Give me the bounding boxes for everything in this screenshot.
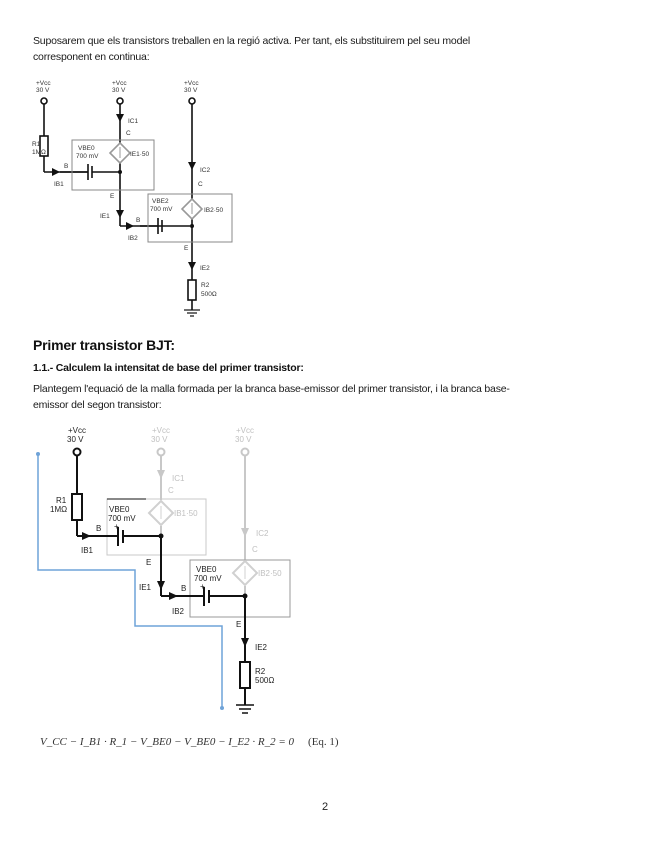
c1-label: C <box>126 130 131 137</box>
vcc2-label: +Vcc <box>152 426 170 435</box>
ic1-label: IC1 <box>172 474 185 483</box>
vbe1-value: 700 mV <box>76 153 99 160</box>
ie1-label: IE1 <box>139 583 152 592</box>
vcc2-label: +Vcc <box>112 80 127 87</box>
c2-label: C <box>198 181 203 188</box>
r1-name: R1 <box>32 141 41 148</box>
section-line-1: Plantegem l'equació de la malla formada … <box>33 383 510 395</box>
section-line-2: emissor del segon transistor: <box>33 399 162 411</box>
vcc3-label: +Vcc <box>236 426 254 435</box>
vbe1-name: VBE0 <box>78 145 95 152</box>
r2-value: 500Ω <box>201 291 217 298</box>
r2-name: R2 <box>201 282 210 289</box>
intro-paragraph: Suposarem que els transistors treballen … <box>33 33 470 65</box>
r1-name: R1 <box>56 496 67 505</box>
c1-label: C <box>168 486 174 495</box>
ie1-label: IE1 <box>100 213 110 220</box>
vcc1-value: 30 V <box>36 87 50 94</box>
page-number: 2 <box>322 801 329 813</box>
src2-label: IB2·50 <box>258 569 282 578</box>
vbe2-plus: + <box>200 582 205 591</box>
ic2-label: IC2 <box>200 167 211 174</box>
vbe2-value: 700 mV <box>194 574 222 583</box>
vcc2-value: 30 V <box>112 87 126 94</box>
r1-resistor <box>71 493 83 521</box>
r2-value: 500Ω <box>255 676 274 685</box>
ib2-label: IB2 <box>128 235 138 242</box>
vbe1-value: 700 mV <box>108 514 136 523</box>
ic1-label: IC1 <box>128 118 139 125</box>
vbe1-plus: + <box>114 522 119 531</box>
vcc1-value: 30 V <box>67 435 84 444</box>
r1-value: 1MΩ <box>50 505 67 514</box>
ib1-label: IB1 <box>81 546 94 555</box>
section-subtitle: 1.1.- Calculem la intensitat de base del… <box>33 362 304 374</box>
ib1-label: IB1 <box>54 181 64 188</box>
vcc2-value: 30 V <box>151 435 168 444</box>
section-paragraph: Plantegem l'equació de la malla formada … <box>33 381 510 413</box>
ie2-label: IE2 <box>255 643 268 652</box>
ib2-label: IB2 <box>172 607 185 616</box>
e2-label: E <box>184 245 189 252</box>
b1-label: B <box>64 163 68 170</box>
vcc1-terminal <box>72 447 82 457</box>
e1-label: E <box>146 558 151 567</box>
vcc3-value: 30 V <box>184 87 198 94</box>
vcc3-label: +Vcc <box>184 80 199 87</box>
b1-label: B <box>96 524 101 533</box>
vbe2-name: VBE2 <box>152 198 169 205</box>
intro-line-1: Suposarem que els transistors treballen … <box>33 35 470 47</box>
r2-resistor <box>239 661 251 689</box>
vcc3-terminal <box>240 447 250 457</box>
equation-text: V_CC − I_B1 · R_1 − V_BE0 − V_BE0 − I_E2… <box>40 736 295 748</box>
e2-label: E <box>236 620 241 629</box>
b2-label: B <box>181 584 186 593</box>
vcc1-label: +Vcc <box>68 426 86 435</box>
equation-1: V_CC − I_B1 · R_1 − V_BE0 − V_BE0 − I_E2… <box>40 736 339 748</box>
e1-label: E <box>110 193 115 200</box>
c2-label: C <box>252 545 258 554</box>
b2-label: B <box>136 217 140 224</box>
src1-label: IE1·50 <box>130 151 150 158</box>
intro-line-2: corresponent en continua: <box>33 51 150 63</box>
ie2-label: IE2 <box>200 265 210 272</box>
vbe2-value: 700 mV <box>150 206 173 213</box>
vcc3-value: 30 V <box>235 435 252 444</box>
vbe1-name: VBE0 <box>109 505 130 514</box>
r1-value: 1MΩ <box>32 149 46 156</box>
vbe2-name: VBE0 <box>196 565 217 574</box>
src2-label: IB2·50 <box>204 207 224 214</box>
equation-tag: (Eq. 1) <box>308 736 339 748</box>
section-title: Primer transistor BJT: <box>33 337 175 353</box>
mesh-path <box>37 454 223 708</box>
vcc2-terminal <box>156 447 166 457</box>
ic2-label: IC2 <box>256 529 269 538</box>
r2-name: R2 <box>255 667 266 676</box>
vcc1-label: +Vcc <box>36 80 51 87</box>
src1-label: IB1·50 <box>174 509 198 518</box>
